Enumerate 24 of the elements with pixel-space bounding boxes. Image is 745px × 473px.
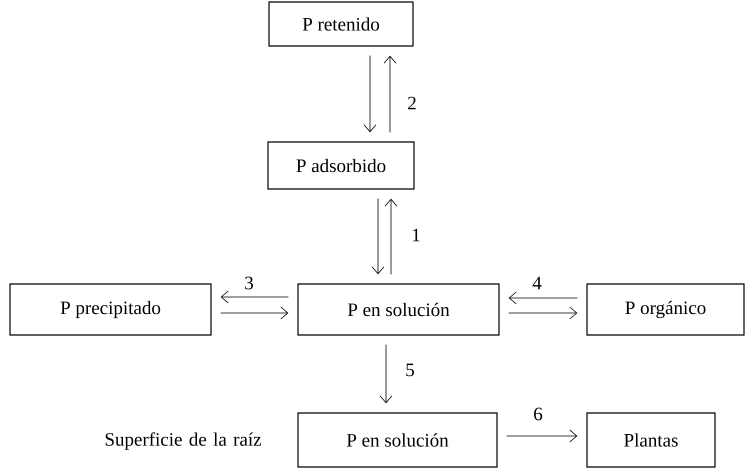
process-box: P en solución xyxy=(297,283,500,336)
process-box: P precipitado xyxy=(9,283,212,336)
edge-label: 2 xyxy=(408,96,416,110)
process-box: P adsorbido xyxy=(267,141,415,190)
arrow xyxy=(220,290,289,304)
process-box: Plantas xyxy=(586,412,716,468)
arrow xyxy=(364,55,376,132)
arrow xyxy=(508,292,578,304)
process-box: P en solución xyxy=(297,412,498,468)
side-caption: Superficie de la raíz xyxy=(106,432,262,450)
edge-label: 6 xyxy=(534,408,542,420)
edge-label: 1 xyxy=(412,228,420,242)
arrow xyxy=(384,56,396,133)
arrow xyxy=(380,344,392,404)
edge-label: 3 xyxy=(245,276,253,290)
arrow xyxy=(506,430,578,442)
process-box: P retenido xyxy=(268,1,414,47)
edge-label: 5 xyxy=(406,364,414,376)
arrow xyxy=(220,306,288,320)
edge-label: 4 xyxy=(532,276,542,290)
process-box: P orgánico xyxy=(586,283,745,336)
arrow xyxy=(508,306,578,320)
arrow xyxy=(384,198,398,275)
arrow xyxy=(372,198,384,274)
